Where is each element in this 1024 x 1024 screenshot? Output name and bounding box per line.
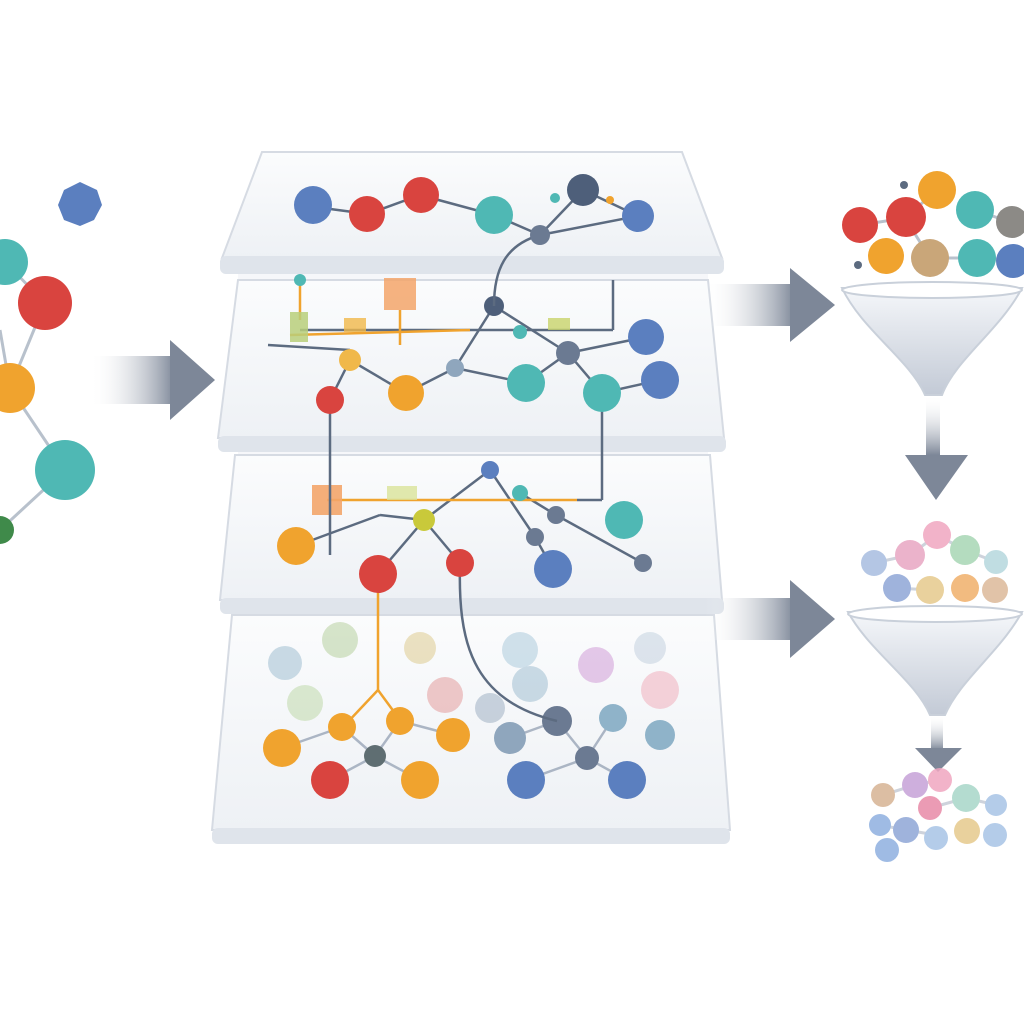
output-cluster-3 <box>869 768 1007 862</box>
graph-node-icon <box>0 239 28 285</box>
layer-1 <box>220 151 724 307</box>
graph-node-icon <box>0 516 14 544</box>
output-cluster-1 <box>842 171 1024 278</box>
layer-2 <box>216 274 726 555</box>
graph-node-icon <box>35 440 95 500</box>
layer-stack <box>210 151 732 844</box>
graph-node-icon <box>18 276 72 330</box>
graph-node-icon <box>58 182 102 226</box>
input-graph <box>0 182 102 544</box>
flow-arrow-icon <box>705 268 835 342</box>
output-cluster-2 <box>861 521 1008 604</box>
layer-4 <box>210 614 732 844</box>
flow-arrow-icon <box>705 580 835 658</box>
graph-node-icon <box>0 363 35 413</box>
flow-arrow-icon <box>90 340 215 420</box>
funnel-icon <box>840 281 1024 500</box>
funnel-icon <box>846 605 1024 772</box>
